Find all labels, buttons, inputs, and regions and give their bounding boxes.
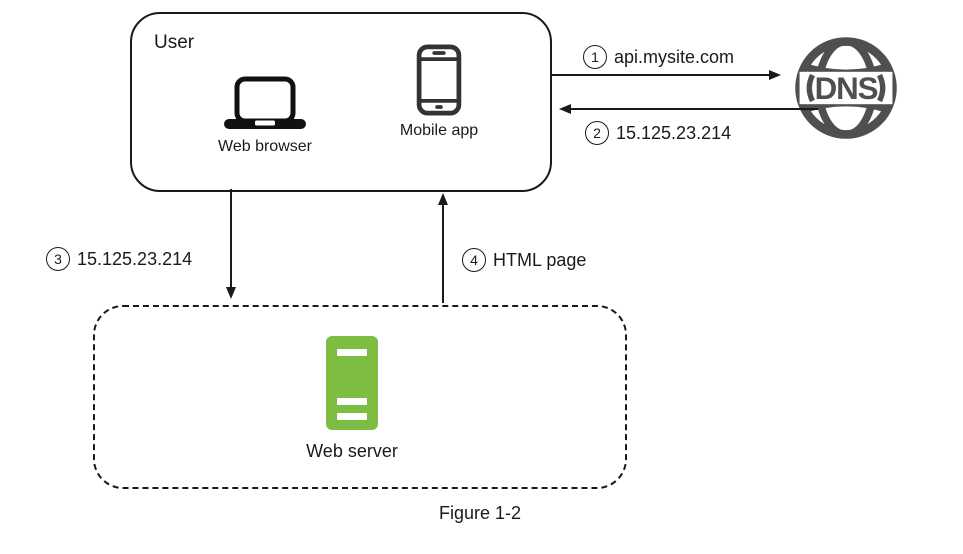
step-1-text: api.mysite.com: [614, 46, 735, 67]
step-2-text: 15.125.23.214: [616, 122, 732, 143]
flow-label-3: 3 15.125.23.214: [46, 247, 192, 271]
dns-node: DNS: [792, 34, 900, 142]
step-2-badge: 2: [585, 121, 609, 145]
figure-caption: Figure 1-2: [438, 503, 522, 523]
step-3-text: 15.125.23.214: [77, 248, 193, 269]
server-slot-bar: [337, 413, 367, 420]
server-icon: [326, 336, 378, 430]
step-1-badge: 1: [583, 45, 607, 69]
step-4-text: HTML page: [493, 249, 587, 270]
laptop-icon: [224, 76, 306, 129]
smartphone-icon: [416, 44, 462, 116]
user-box: User Web browser Mobile app: [130, 12, 552, 192]
server-slot-bar: [337, 398, 367, 405]
dns-globe-icon: DNS: [795, 37, 897, 139]
flow-label-1: 1 api.mysite.com: [583, 45, 734, 69]
server-slot-bar: [337, 349, 367, 356]
user-box-title: User: [154, 32, 195, 53]
web-browser-device: Web browser: [210, 62, 320, 156]
mobile-app-label: Mobile app: [399, 122, 479, 139]
mobile-app-device: Mobile app: [384, 44, 494, 140]
web-browser-label: Web browser: [218, 138, 312, 155]
step-3-badge: 3: [46, 247, 70, 271]
flow-label-4: 4 HTML page: [462, 248, 586, 272]
web-server-label: Web server: [306, 441, 398, 461]
flow-label-2: 2 15.125.23.214: [585, 121, 731, 145]
step-4-badge: 4: [462, 248, 486, 272]
dns-label: DNS: [815, 71, 878, 106]
